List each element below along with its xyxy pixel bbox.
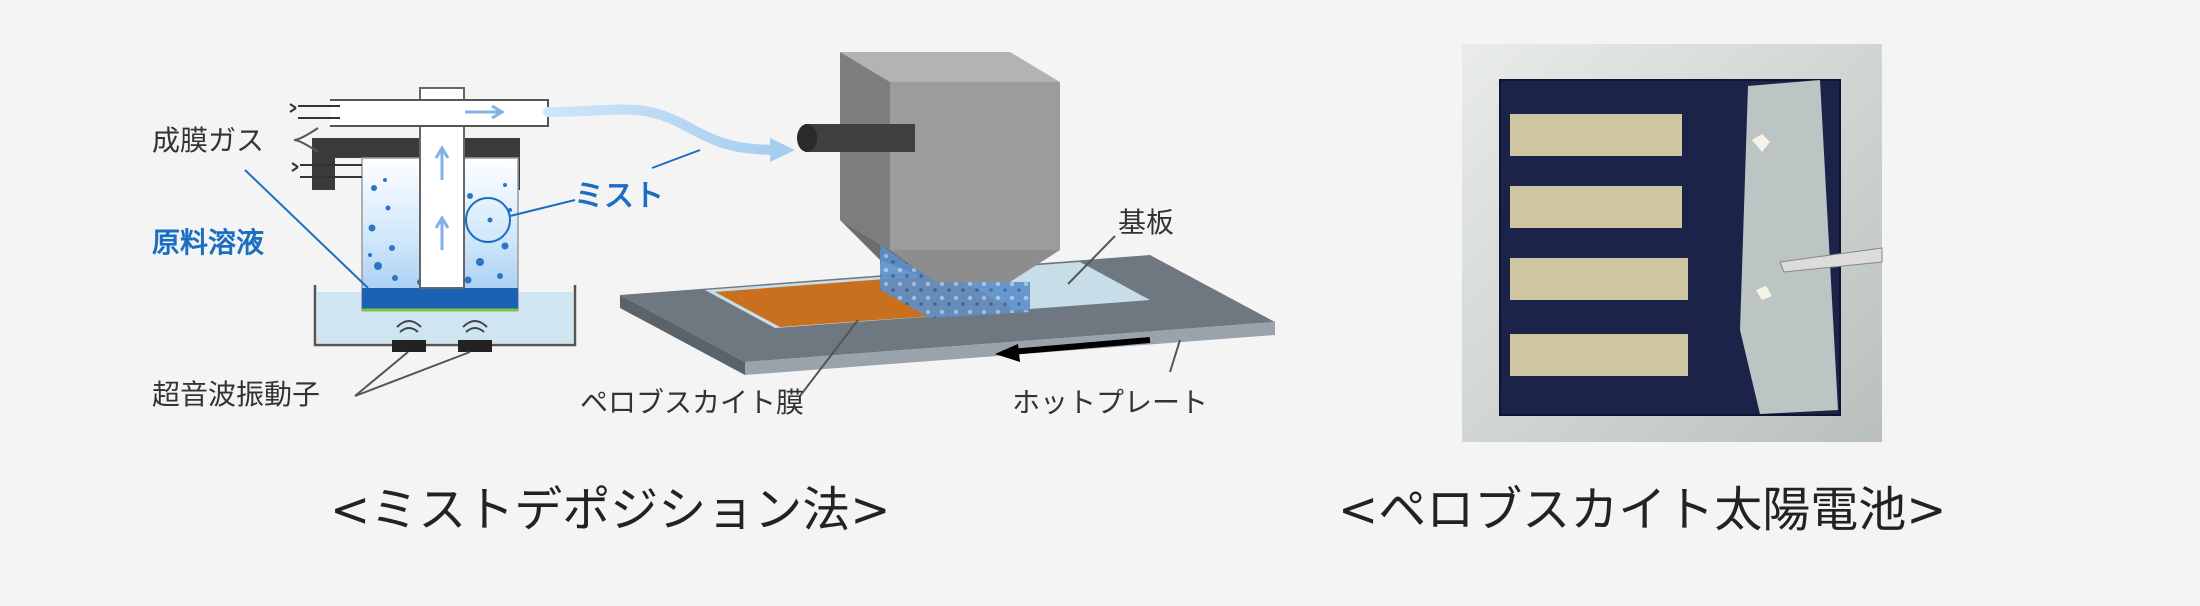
- cap-housing: [312, 138, 520, 190]
- mist-callout-circle: [465, 197, 511, 243]
- gas-rod: [805, 124, 915, 152]
- tweezers: [1779, 247, 1883, 273]
- nozzle: [890, 250, 1060, 282]
- flow-arrow-up-1: [434, 145, 450, 180]
- label-ultrasonic: 超音波振動子: [152, 378, 320, 411]
- atomizer-group: [244, 87, 577, 397]
- mist-stream-arrow: [770, 138, 795, 162]
- label-hot-plate: ホットプレート: [1012, 386, 1208, 419]
- head-side: [890, 82, 1060, 250]
- head-top: [840, 52, 1060, 82]
- solar-cell-photo: [1462, 44, 1883, 442]
- caption-perovskite-cell: <ペロブスカイト太陽電池>: [1338, 482, 1947, 538]
- label-perovskite-film: ペロブスカイト膜: [580, 386, 804, 419]
- label-substrate: 基板: [1118, 206, 1174, 239]
- flow-arrow-up-2: [434, 215, 450, 250]
- electrode-strip: [1510, 186, 1682, 228]
- caption-mist-deposition: <ミストデポジション法>: [330, 482, 891, 538]
- mist-stream: [543, 104, 785, 155]
- electrode-strip: [1510, 258, 1688, 300]
- gas-inlet-pipe: [300, 164, 362, 178]
- tank-bottom-solution: [362, 288, 518, 310]
- water-bath: [313, 285, 577, 347]
- label-film-gas: 成膜ガス: [152, 124, 264, 157]
- label-raw-solution: 原料溶液: [152, 226, 264, 259]
- label-mist: ミスト: [574, 179, 664, 214]
- ultrasonic-transducers: [392, 320, 492, 352]
- cell-encapsulation: [1740, 80, 1838, 414]
- mist-spray: [880, 245, 1030, 318]
- deposition-apparatus: [620, 52, 1275, 397]
- electrode-strip: [1510, 334, 1688, 376]
- flow-arrow-right: [465, 104, 505, 120]
- electrode-strip: [1510, 114, 1682, 156]
- move-arrow: [1009, 337, 1151, 355]
